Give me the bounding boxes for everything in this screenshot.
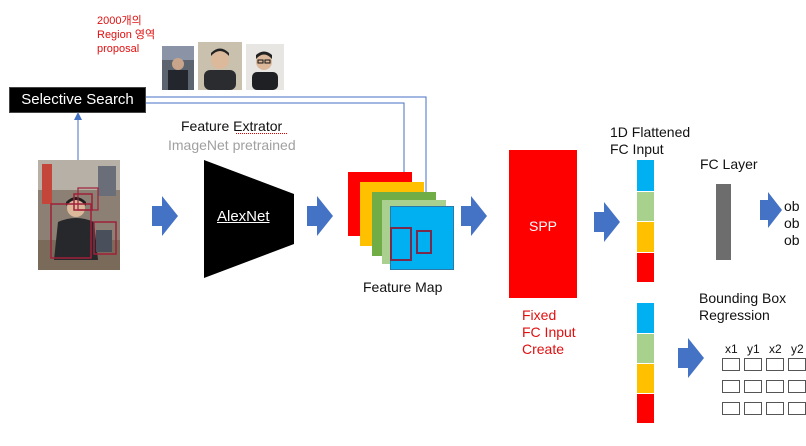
proposal-box-person	[50, 203, 92, 259]
vector-segment-1	[637, 303, 654, 333]
bbox-grid-cell	[766, 358, 784, 371]
fixed-input-line-3: Create	[522, 341, 565, 357]
feature-map-label: Feature Map	[363, 279, 443, 295]
vector-segment-1	[637, 160, 654, 191]
flattened-line-1: 1D Flattened	[610, 124, 691, 140]
proposal-box-head	[77, 187, 99, 211]
bbox-grid-cell	[788, 358, 806, 371]
feature-extractor-title: Feature Extrator	[181, 118, 283, 134]
vector-segment-2	[637, 333, 654, 363]
vector-segment-4	[637, 393, 654, 423]
arrow-6	[678, 338, 704, 378]
proposal-note-line-1: 2000개의	[97, 15, 142, 27]
proposal-thumb-3	[246, 44, 284, 90]
bbox-grid-cell	[744, 358, 762, 371]
bbox-col-y1: y1	[747, 342, 760, 356]
arrow-1	[152, 196, 178, 236]
vector-segment-3	[637, 221, 654, 252]
bbox-grid-cell	[766, 380, 784, 393]
fixed-input-line-2: FC Input	[522, 324, 576, 340]
arrow-2	[307, 196, 333, 236]
selective-search-label: Selective Search	[21, 91, 134, 108]
bbox-grid-cell	[722, 358, 740, 371]
object-label-1: ob	[784, 198, 800, 214]
input-image	[38, 160, 120, 270]
object-label-2: ob	[784, 215, 800, 231]
bbox-grid-cell	[744, 402, 762, 415]
bbox-col-y2: y2	[791, 342, 804, 356]
proposal-note-line-2: Region 영역	[97, 29, 156, 41]
flattened-vector-bottom	[637, 303, 654, 423]
flattened-line-2: FC Input	[610, 141, 664, 157]
proposal-thumb-2	[198, 42, 242, 90]
fixed-input-line-1: Fixed	[522, 307, 557, 323]
bbox-grid	[722, 358, 806, 418]
proposal-box-bag	[93, 221, 117, 255]
bbox-grid-cell	[722, 402, 740, 415]
arrow-4	[594, 202, 620, 242]
bbox-col-x2: x2	[769, 342, 782, 356]
arrow-5	[760, 192, 782, 228]
vector-segment-2	[637, 190, 654, 221]
bbox-grid-cell	[744, 380, 762, 393]
fc-layer-bar	[716, 184, 731, 260]
object-label-3: ob	[784, 232, 800, 248]
proposal-note-line-3: proposal	[97, 43, 140, 55]
feature-extractor-subtitle: ImageNet pretrained	[168, 137, 296, 153]
bbox-col-x1: x1	[725, 342, 738, 356]
projected-roi-2	[416, 230, 432, 254]
spp-block: SPP	[509, 150, 577, 298]
vector-segment-3	[637, 363, 654, 393]
proposal-thumb-1	[162, 46, 194, 90]
projected-roi-1	[390, 227, 412, 261]
vector-segment-4	[637, 251, 654, 282]
bbox-grid-cell	[788, 380, 806, 393]
bbox-regression-line-1: Bounding Box	[699, 290, 787, 306]
spp-label: SPP	[528, 218, 557, 234]
bbox-regression-line-2: Regression	[699, 307, 770, 323]
bbox-grid-cell	[766, 402, 784, 415]
alexnet-block	[204, 160, 294, 278]
arrow-3	[461, 196, 487, 236]
spelling-underline	[236, 133, 287, 134]
flattened-vector-top	[637, 160, 654, 282]
bbox-grid-cell	[788, 402, 806, 415]
fc-layer-label: FC Layer	[700, 156, 758, 172]
region-proposal-thumbnails	[162, 42, 284, 90]
alexnet-label: AlexNet	[217, 208, 270, 225]
bbox-grid-cell	[722, 380, 740, 393]
